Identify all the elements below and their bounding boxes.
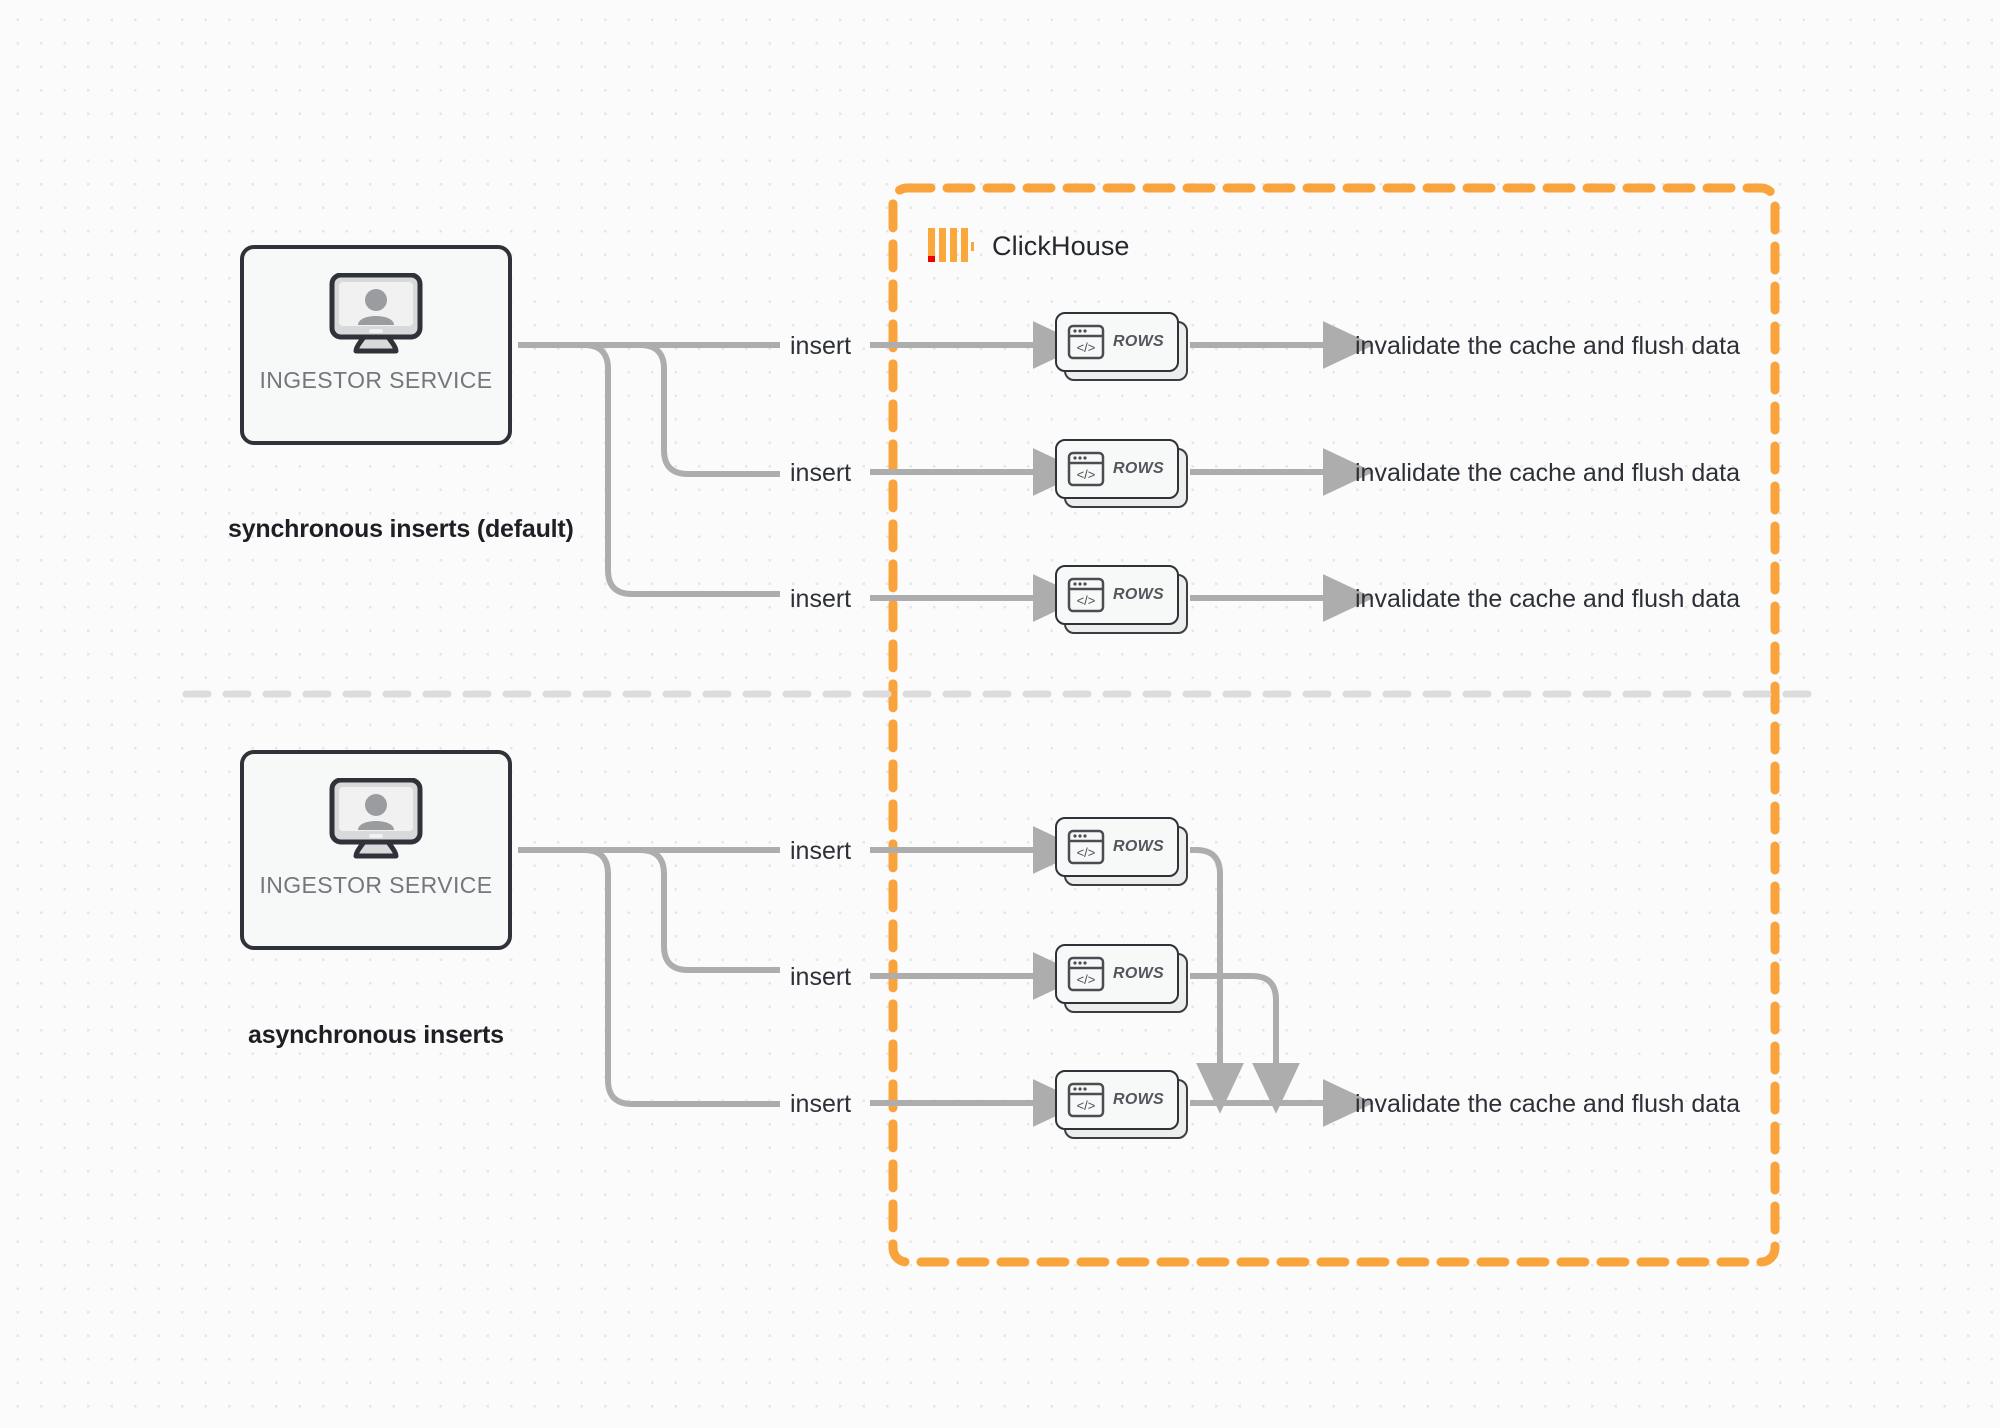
rows-node-label: ROWS <box>1113 333 1164 350</box>
edge-label-insert-sync-1: insert <box>790 332 852 360</box>
rows-node-label: ROWS <box>1113 965 1164 982</box>
result-label-async-merged: invalidate the cache and flush data <box>1355 1090 1740 1118</box>
svg-text:</>: </> <box>1077 467 1096 482</box>
rows-node-label: ROWS <box>1113 586 1164 603</box>
ingestor-service-async[interactable]: INGESTOR SERVICE <box>240 750 512 950</box>
edge-async-fanout-2 <box>518 847 780 973</box>
edge-sync-fanout-3 <box>518 342 780 597</box>
ingestor-service-sync[interactable]: INGESTOR SERVICE <box>240 245 512 445</box>
edge-label-insert-async-1: insert <box>790 837 852 865</box>
code-window-icon: </> <box>1067 324 1105 360</box>
rows-node-label: ROWS <box>1113 460 1164 477</box>
edge-async-fanout-3 <box>518 847 780 1107</box>
rows-node-async-2[interactable]: </> ROWS <box>1055 944 1188 1013</box>
edge-label-insert-async-3: insert <box>790 1090 852 1118</box>
svg-text:</>: </> <box>1077 845 1096 860</box>
code-window-icon: </> <box>1067 956 1105 992</box>
rows-card-front: </> ROWS <box>1055 1070 1179 1130</box>
rows-node-label: ROWS <box>1113 1091 1164 1108</box>
caption-synchronous: synchronous inserts (default) <box>228 515 574 543</box>
result-label-sync-2: invalidate the cache and flush data <box>1355 459 1740 487</box>
code-window-icon: </> <box>1067 1082 1105 1118</box>
svg-text:</>: </> <box>1077 593 1096 608</box>
monitor-user-icon <box>329 273 423 354</box>
monitor-user-icon <box>329 778 423 859</box>
svg-text:</>: </> <box>1077 1098 1096 1113</box>
code-window-icon: </> <box>1067 829 1105 865</box>
edge-sync-fanout-2 <box>518 342 780 477</box>
rows-card-front: </> ROWS <box>1055 439 1179 499</box>
rows-node-async-3[interactable]: </> ROWS <box>1055 1070 1188 1139</box>
rows-card-front: </> ROWS <box>1055 944 1179 1004</box>
rows-node-async-1[interactable]: </> ROWS <box>1055 817 1188 886</box>
edge-async-merge-2 <box>1190 973 1300 1114</box>
clickhouse-logo-icon <box>928 228 974 262</box>
edge-label-insert-async-2: insert <box>790 963 852 991</box>
svg-text:</>: </> <box>1077 972 1096 987</box>
rows-node-sync-1[interactable]: </> ROWS <box>1055 312 1188 381</box>
rows-node-label: ROWS <box>1113 838 1164 855</box>
clickhouse-boundary-rect <box>888 183 1780 1267</box>
rows-card-front: </> ROWS <box>1055 817 1179 877</box>
ingestor-service-label-sync: INGESTOR SERVICE <box>259 367 493 393</box>
result-label-sync-3: invalidate the cache and flush data <box>1355 585 1740 613</box>
edge-label-insert-sync-3: insert <box>790 585 852 613</box>
code-window-icon: </> <box>1067 451 1105 487</box>
rows-node-sync-2[interactable]: </> ROWS <box>1055 439 1188 508</box>
clickhouse-boundary-label: ClickHouse <box>992 231 1130 261</box>
code-window-icon: </> <box>1067 577 1105 613</box>
rows-node-sync-3[interactable]: </> ROWS <box>1055 565 1188 634</box>
ingestor-service-label-async: INGESTOR SERVICE <box>259 872 493 898</box>
edge-async-merge-1 <box>1190 847 1244 1114</box>
svg-text:</>: </> <box>1077 340 1096 355</box>
result-label-sync-1: invalidate the cache and flush data <box>1355 332 1740 360</box>
caption-asynchronous: asynchronous inserts <box>248 1021 504 1049</box>
rows-card-front: </> ROWS <box>1055 312 1179 372</box>
rows-card-front: </> ROWS <box>1055 565 1179 625</box>
edge-label-insert-sync-2: insert <box>790 459 852 487</box>
